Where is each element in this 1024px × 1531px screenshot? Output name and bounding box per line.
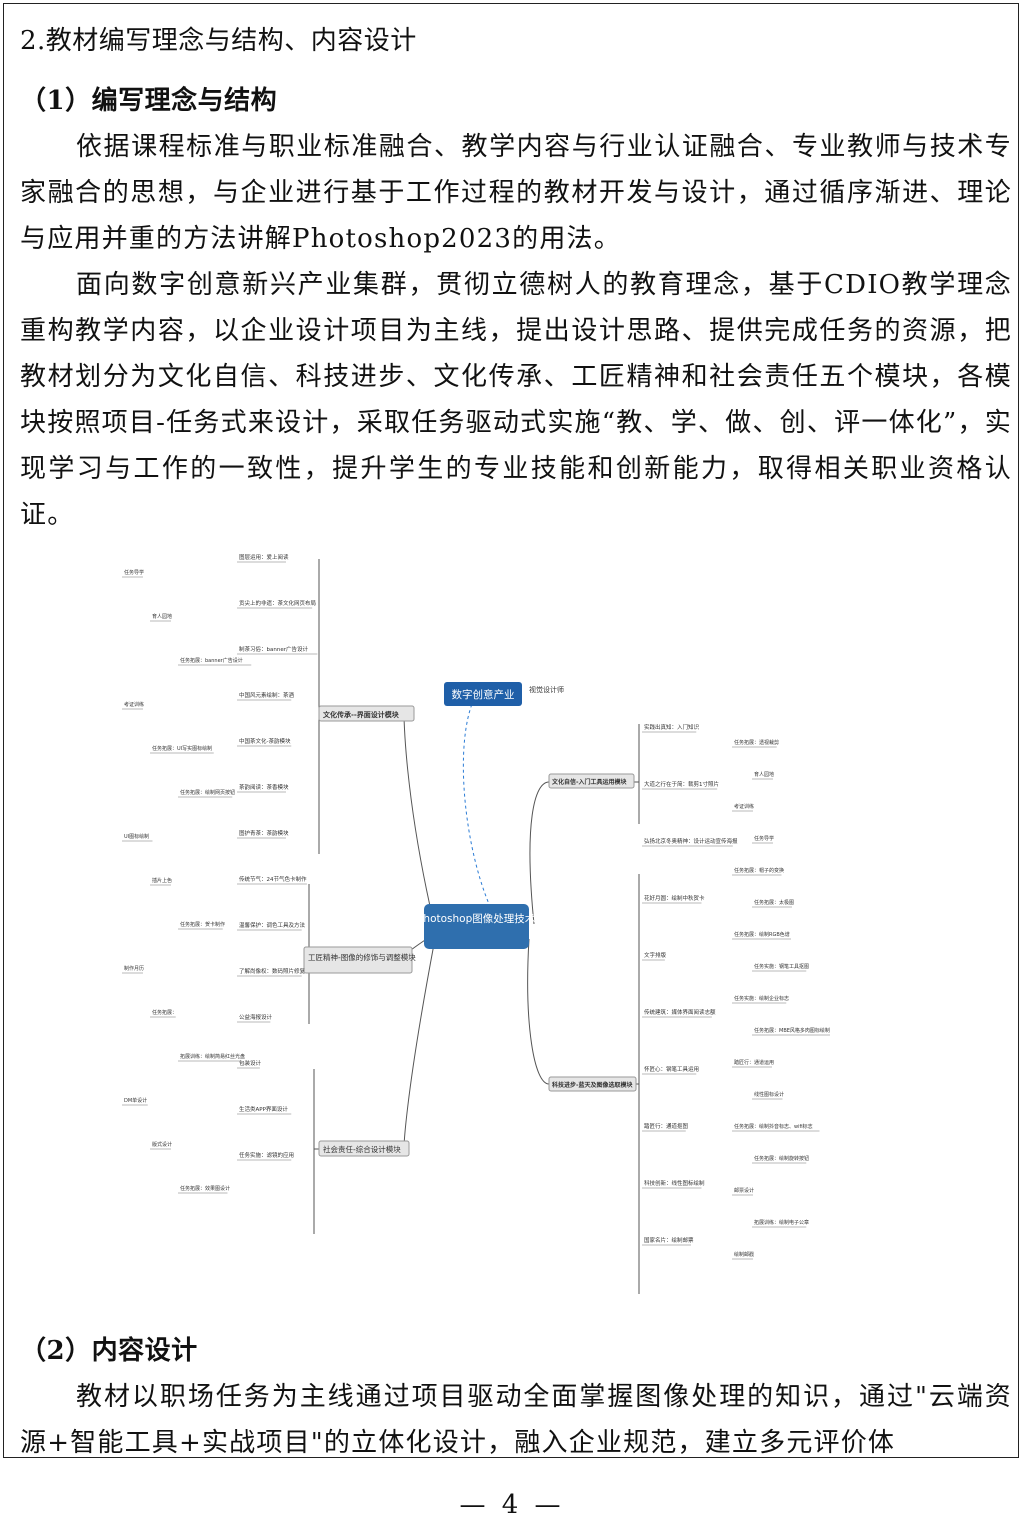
subsection-title-content: （2）内容设计 [20,1336,198,1366]
mindmap-right-leaf: 拓展训练：绘制电子公章 [754,1219,809,1226]
mindmap-center-line1: photoshop图像处理技术 [417,912,536,925]
paragraph-philosophy: 依据课程标准与职业标准融合、教学内容与行业认证融合、专业教师与技术专家融合的思想… [20,132,1012,254]
mindmap-right-item: 文字排版 [644,951,667,959]
mindmap-left-item: 生活类APP界面设计 [239,1105,288,1113]
mindmap-left-leaf: 任务拓展：绘制网页按钮 [180,789,235,796]
mindmap-right-leaf: 任务拓展：MBE风格多肉图标绘制 [754,1027,830,1034]
mindmap-left-item: 中国风元素绘制：茶酒 [239,691,295,699]
mindmap-right-leaf: 育人园地 [754,771,774,778]
mindmap-right-item: 怀匠心：钢笔工具运用 [644,1065,699,1073]
mindmap-left-leaf: 版式设计 [152,1141,172,1148]
mindmap-left-item: 制茶习俗：banner广告设计 [239,645,308,653]
mindmap-left-item: 图护青茶：茶韵模块 [239,829,289,837]
mindmap-left-item: 图层运用：爱上阅读 [239,553,289,561]
mindmap-left-item: 中国茶文化-茶韵模块 [239,737,291,745]
mindmap-right-leaf: 绘制邮戳 [734,1251,754,1258]
mindmap-left-leaf: UI图标绘制 [124,833,149,840]
mindmap-right-leaf: 邮票设计 [734,1187,754,1194]
section-title: 2.教材编写理念与结构、内容设计 [20,26,417,56]
branch-social: 社会责任-综合设计模块 [323,1144,401,1154]
mindmap-left-item: 茶韵阅读：茶香模块 [239,783,289,791]
mindmap-left-item: 传统节气：24节气色卡制作 [239,875,307,883]
mindmap-right-item: 国家名片：绘制邮票 [644,1236,694,1244]
branch-confidence: 文化自信-入门工具运用模块 [551,778,627,786]
mindmap-left-leaf: DM单设计 [124,1097,147,1104]
mindmap-right-leaf: 任务拓展：透视裁剪 [734,739,779,746]
mindmap-right-leaf: 任务拓展：绘制抖音标志、wifi标志 [734,1123,813,1130]
mindmap-right-item: 传统建筑：媒体界面阅读志额 [644,1008,716,1016]
mindmap-right-item: 科技创新：线性图标绘制 [644,1179,705,1187]
mindmap-left-item: 公益海报设计 [239,1013,273,1021]
mindmap-right-item: 大道之行在于简：裁剪1寸照片 [644,780,719,788]
mindmap-right-leaf: 任务拓展：绘制旋转按钮 [754,1155,809,1162]
mindmap-industry-role: 视觉设计师 [529,685,564,694]
mindmap-right-leaf: 线性图标设计 [754,1091,784,1098]
mindmap-industry: 数字创意产业 [452,688,515,701]
mindmap-right-item: 花好月圆：绘制中秋贺卡 [644,894,705,902]
mindmap-left-leaf: 任务拓展：效果图设计 [180,1185,230,1192]
mindmap-left-item: 包装设计 [239,1059,262,1067]
mindmap-left-item: 了解尚像权：数码照片修复 [239,967,306,975]
mindmap-left-leaf: 拓展训练：绘制简易红丝光盘 [180,1053,245,1060]
mindmap-right-item: 踏匠行：通道抠图 [644,1122,689,1130]
subsection-title-structure: （1）编写理念与结构 [20,86,278,116]
page-frame: 2.教材编写理念与结构、内容设计 （1）编写理念与结构 依据课程标准与职业标准融… [3,3,1019,1458]
branch-culture-heritage: 文化传承--界面设计模块 [323,710,400,719]
page-number: — 4 — [459,1490,565,1520]
mindmap-right-items: 实践出真知：入门知识大道之行在于简：裁剪1寸照片弘扬北京冬奥精神：设计运动宣传海… [642,723,830,1260]
mindmap-left-leaf: 任务导学 [124,569,144,576]
mindmap-left-items: 图层运用：爱上阅读贡尖上的非遗：茶文化网页布局制茶习俗：banner广告设计中国… [122,553,318,1194]
paragraph-content-design: 教材以职场任务为主线通过项目驱动全面掌握图像处理的知识，通过"云端资源+智能工具… [20,1382,1012,1458]
mindmap-left-item: 任务实施：滤镜的应用 [239,1151,294,1159]
mindmap-left-leaf: 任务拓展： [152,1009,177,1016]
mindmap-right-leaf: 踏匠行：通道运用 [734,1059,774,1066]
mindmap-right-leaf: 考证训练 [734,803,754,810]
mindmap-right-leaf: 任务导学 [754,835,774,842]
paragraph-modules: 面向数字创意新兴产业集群，贯彻立德树人的教育理念，基于CDIO教学理念重构教学内… [20,270,1012,530]
mindmap-left-item: 贡尖上的非遗：茶文化网页布局 [239,599,316,607]
mindmap-left-item: 温馨保护：调色工具及方法 [239,921,306,929]
mindmap-diagram: photoshop图像处理技术 数字创意产业 视觉设计师 文化传承--界面设计模… [122,553,830,1294]
mindmap-left-leaf: 插片上色 [152,877,172,884]
mindmap-left-leaf: 育人园地 [152,613,172,620]
mindmap-right-item: 弘扬北京冬奥精神：设计运动宣传海报 [644,837,738,845]
mindmap-left-leaf: 任务拓展：贺卡制作 [180,921,225,928]
mindmap-right-leaf: 任务实施：绘制企业标志 [734,995,789,1002]
mindmap-right-leaf: 任务拓展：绘制RGB色谱 [734,931,790,938]
branch-tech: 科技进步-蓝天及图像选取模块 [552,1081,633,1089]
mindmap-right-item: 实践出真知：入门知识 [644,723,700,731]
mindmap-right-leaf: 任务实施：钢笔工具抠图 [754,963,809,970]
mindmap-right-leaf: 任务拓展：太极图 [754,899,794,906]
mindmap-left-leaf: 任务拓展：UI写实图标绘制 [152,745,212,752]
mindmap-left-leaf: 制作月历 [124,965,144,972]
mindmap-left-leaf: 任务拓展：banner广告设计 [180,657,243,664]
branch-craftsman: 工匠精神-图像的修饰与调整模块 [308,952,416,962]
mindmap-left-leaf: 考证训练 [124,701,144,708]
mindmap-right-leaf: 任务拓展：帽子的变换 [734,867,784,874]
